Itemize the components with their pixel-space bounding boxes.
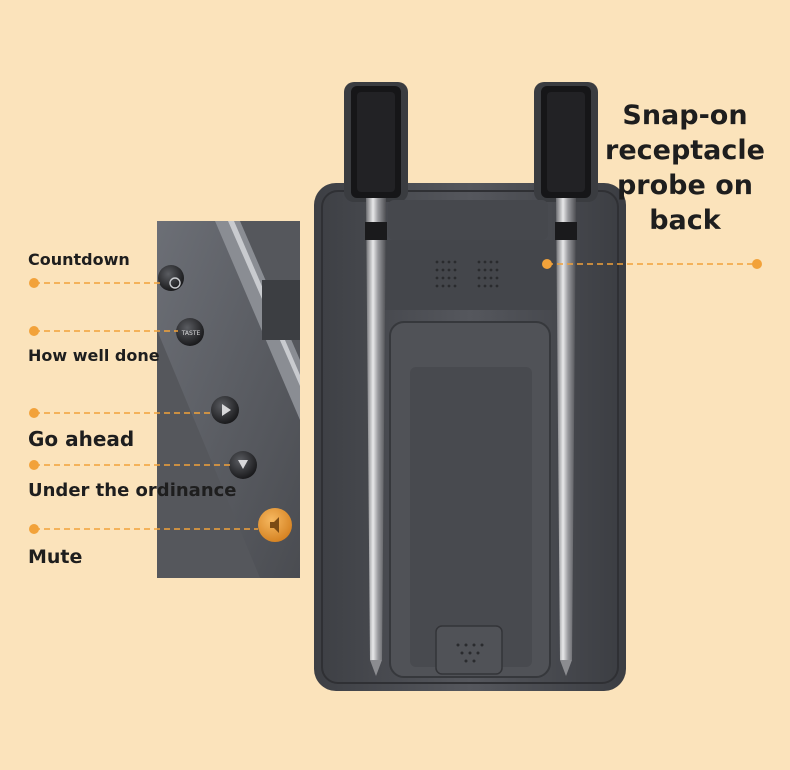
label-go-ahead: Go ahead [28, 427, 135, 451]
speaker-grille [435, 260, 499, 288]
label-how-well-done: How well done [28, 346, 160, 365]
forward-icon [211, 396, 239, 424]
feature-callout: Snap-on receptacle probe on back [605, 98, 765, 238]
leader-dots [29, 259, 762, 534]
label-countdown: Countdown [28, 250, 130, 269]
callout-line-4: back [649, 205, 721, 236]
leader-lines [34, 263, 757, 530]
power-icon [158, 265, 184, 291]
taste-icon: TASTE [176, 318, 204, 346]
probe-left [351, 86, 401, 676]
label-under-the-ordinance: Under the ordinance [28, 480, 237, 501]
backward-icon [229, 451, 257, 479]
callout-line-1: Snap-on [622, 100, 748, 131]
label-mute: Mute [28, 546, 83, 568]
probe-right [541, 86, 591, 676]
side-buttons-closeup [157, 221, 300, 578]
callout-line-3: probe on [616, 170, 753, 201]
callout-line-2: receptacle [605, 135, 765, 166]
taste-button-text: TASTE [181, 330, 201, 337]
mute-icon [258, 508, 292, 542]
